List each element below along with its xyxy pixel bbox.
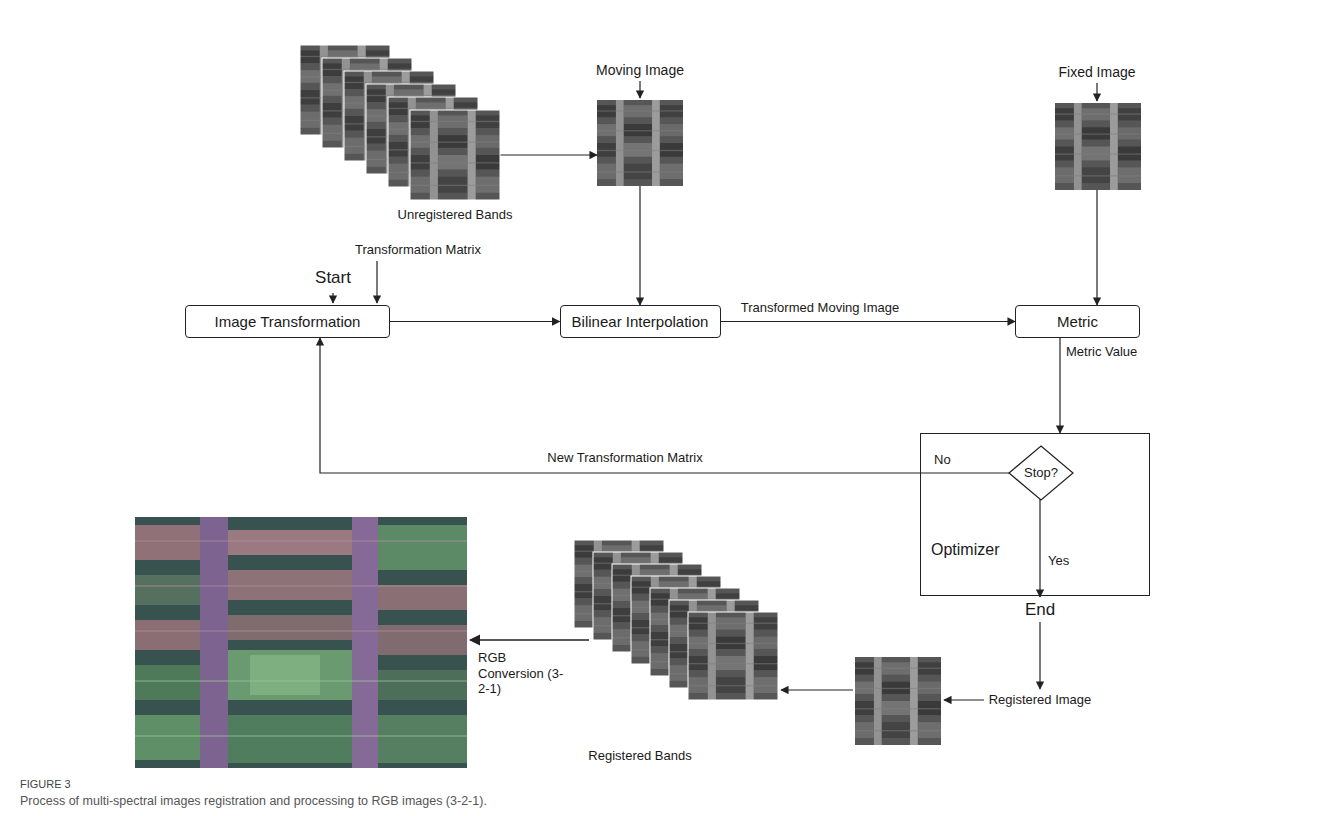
edge-label: Transformed Moving Image: [741, 300, 899, 316]
image-label: Registered Bands: [588, 748, 691, 764]
diamond-shape: [1009, 446, 1073, 500]
unregistered-stack: [300, 45, 500, 200]
flow-arrow: [1059, 338, 1060, 433]
terminal-label: End: [1025, 600, 1055, 620]
image-panel: Moving Image: [597, 100, 683, 186]
image-label: Fixed Image: [1058, 64, 1135, 81]
figure-caption: Process of multi-spectral images registr…: [20, 794, 1310, 809]
input-label: Transformation Matrix: [355, 242, 481, 258]
flow-arrow: [320, 338, 1009, 473]
flow-arrow: [1096, 190, 1097, 305]
output-label: Registered Image: [989, 692, 1092, 708]
branch-label: No: [934, 452, 951, 468]
flow-arrow: [639, 186, 640, 305]
registered-stack: [574, 540, 778, 700]
rgb-composite: [135, 517, 467, 768]
conversion-label: RGB Conversion (3-2-1): [478, 650, 568, 697]
fixed-image: [1055, 103, 1141, 190]
group-title: Optimizer: [931, 540, 999, 559]
edge-label: Metric Value: [1066, 344, 1137, 360]
node-label: Metric: [1057, 313, 1098, 331]
process-box: Bilinear Interpolation: [560, 305, 721, 338]
decision-diamond: Stop?: [1009, 446, 1073, 500]
moving-image: [597, 100, 683, 186]
registered-image: [855, 657, 941, 745]
band-stack: Registered Bands: [688, 612, 778, 700]
optimizer-group: Optimizer Stop?: [920, 433, 1150, 596]
node-label: Stop?: [1024, 465, 1058, 481]
process-box: Metric: [1015, 305, 1140, 338]
image-panel: Fixed Image: [1055, 103, 1141, 190]
band-stack: Unregistered Bands: [410, 110, 500, 200]
branch-label: Yes: [1048, 553, 1069, 569]
flow-arrow: [390, 321, 560, 322]
figure-number: FIGURE 3: [20, 778, 71, 791]
terminal-label: Start: [315, 268, 351, 288]
node-label: Bilinear Interpolation: [572, 313, 709, 331]
edge-label: New Transformation Matrix: [547, 450, 702, 466]
flow-arrow: [721, 321, 1016, 322]
process-box: Image Transformation: [185, 305, 390, 338]
flow-arrow: [500, 154, 597, 155]
node-label: Image Transformation: [215, 313, 361, 331]
image-label: Moving Image: [596, 62, 684, 79]
image-label: Unregistered Bands: [398, 207, 513, 223]
layout-arrows: [333, 81, 1097, 700]
